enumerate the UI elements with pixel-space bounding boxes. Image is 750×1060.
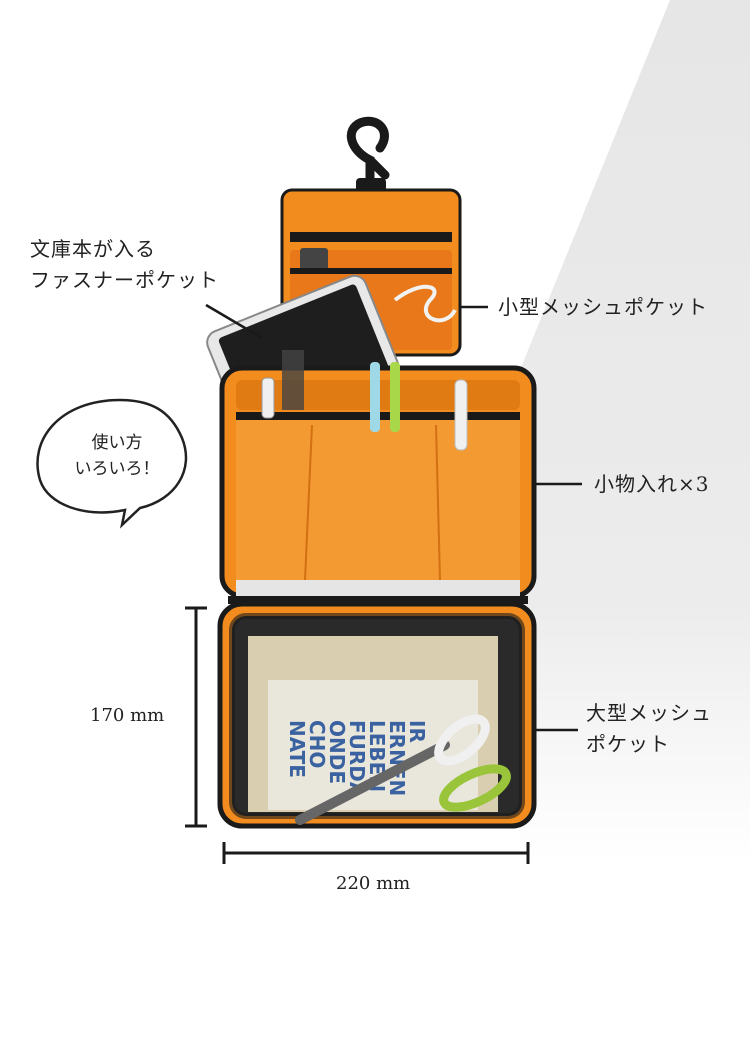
height-dimension-label: 170 mm (90, 705, 165, 726)
accessory-pockets-label: 小物入れ×3 (594, 472, 710, 496)
speech-bubble (36, 398, 188, 529)
book-cover-text-7: IR (405, 720, 429, 743)
speech-bubble-line1: 使い方 (91, 433, 143, 453)
book-cover-text-2: CHO (305, 720, 329, 768)
width-dimension-label: 220 mm (336, 873, 411, 894)
speech-bubble-line2: いろいろ！ (74, 459, 160, 479)
zipper-pocket-label: 文庫本が入る ファスナーポケット (30, 234, 219, 296)
book-cover-text-3: ONDE (325, 720, 349, 784)
lower-compartment: NATE CHO ONDE FURDA LEBEN ERNEN IR (217, 601, 537, 829)
scissors-icon (295, 714, 511, 825)
speech-bubble-text: 使い方 いろいろ！ (62, 430, 172, 482)
hanger-hook-icon (346, 116, 390, 185)
pens (261, 350, 468, 451)
large-mesh-pocket-label-line1: 大型メッシュ (586, 701, 712, 725)
book-cover-text-6: ERNEN (385, 720, 409, 796)
book-cover-text-1: NATE (285, 720, 309, 778)
large-mesh-pocket-label: 大型メッシュ ポケット (586, 698, 712, 760)
leader-lines (205, 303, 582, 732)
zipper-pocket-label-line2: ファスナーポケット (30, 268, 219, 292)
small-mesh-pocket-label: 小型メッシュポケット (498, 295, 708, 319)
dimension-lines (185, 606, 530, 864)
large-mesh-pocket-label-line2: ポケット (586, 732, 670, 756)
zipper-pocket-label-line1: 文庫本が入る (30, 237, 156, 261)
